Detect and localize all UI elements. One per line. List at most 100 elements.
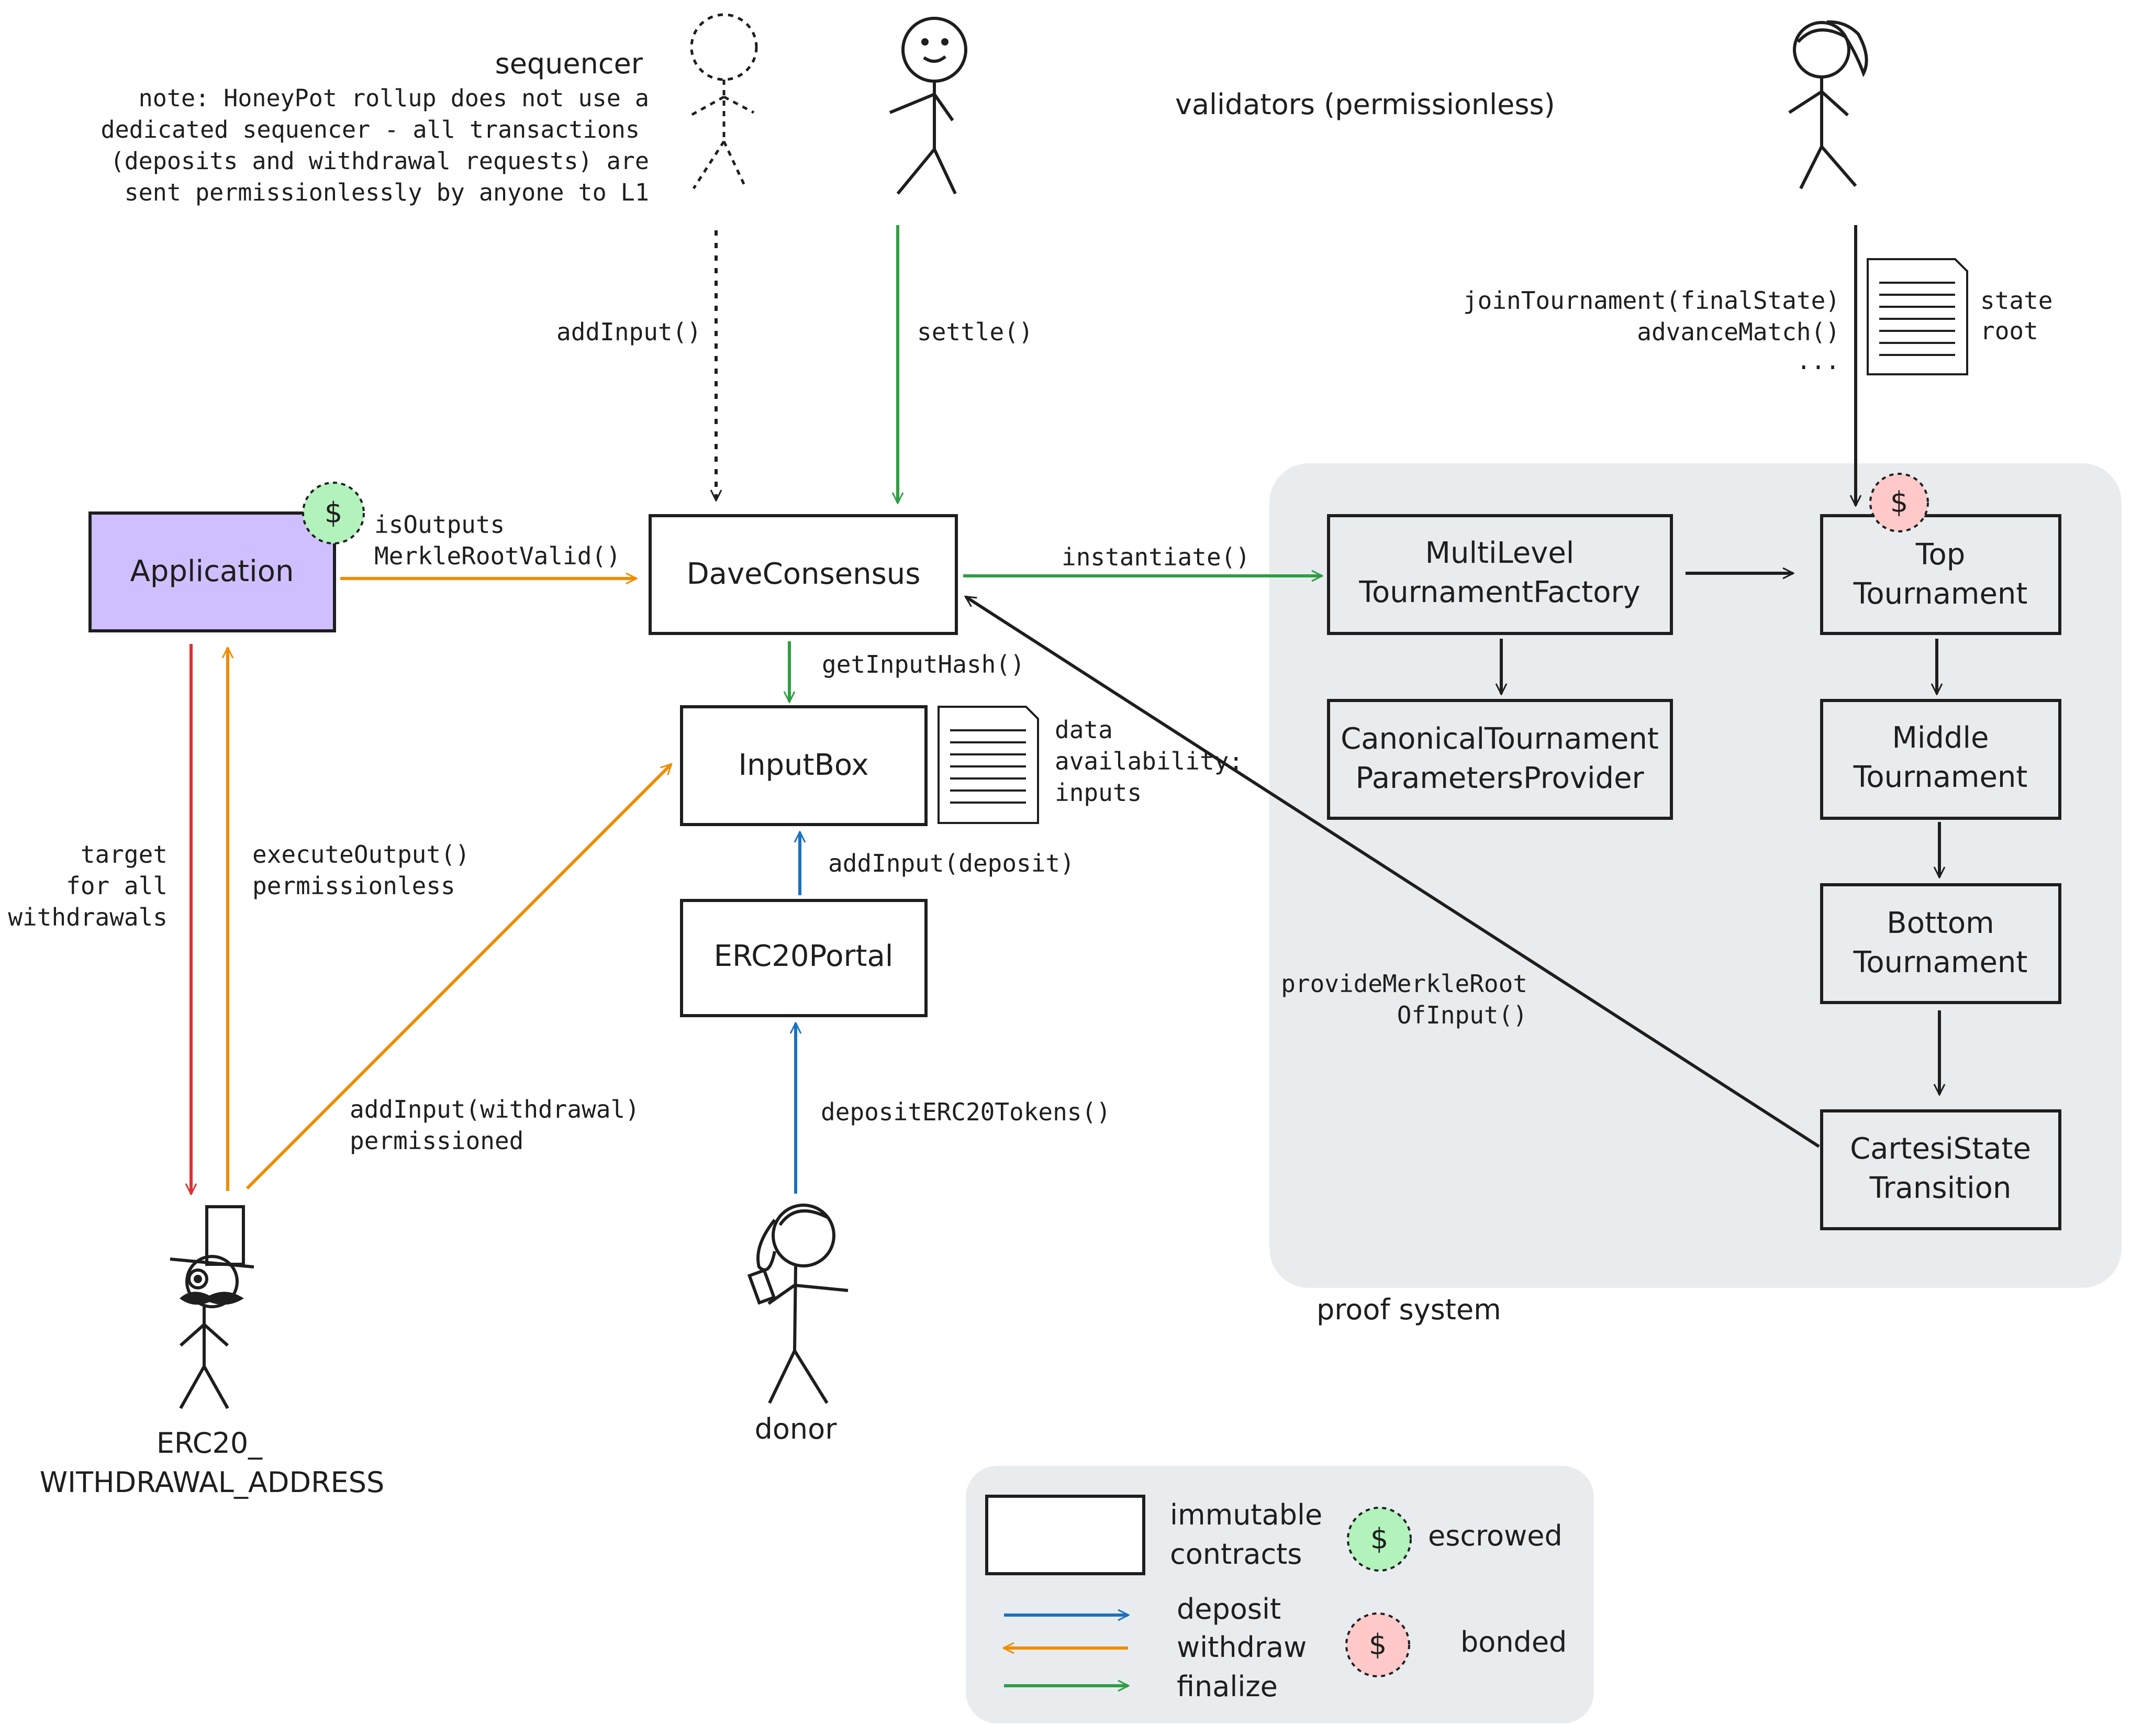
edge-label-execute-output: executeOutput(): [252, 840, 470, 869]
dave-consensus-label: DaveConsensus: [687, 557, 921, 591]
tournament-factory-label: TournamentFactory: [1358, 575, 1640, 609]
tournament-factory-box: [1327, 514, 1673, 635]
validator-1-leg-right: [933, 148, 957, 195]
edge-add-input-withdrawal: [246, 764, 671, 1190]
node-top-tournament[interactable]: Top Tournament: [1820, 514, 2061, 635]
node-application[interactable]: Application: [88, 511, 336, 632]
legend-deposit-label: deposit: [1177, 1593, 1281, 1626]
withdrawal-address-figure: [170, 1205, 254, 1409]
node-tournament-factory[interactable]: MultiLevel TournamentFactory: [1327, 514, 1673, 635]
edge-label-target: target: [81, 840, 168, 869]
proof-system-background: [1269, 463, 2122, 1288]
sequencer-note: note: HoneyPot rollup does not use a ded…: [101, 84, 649, 206]
donor-figure: [747, 1204, 849, 1404]
monocle-pupil: [194, 1275, 202, 1283]
legend-withdraw-label: withdraw: [1177, 1631, 1307, 1664]
withdrawal-figure-leg-right: [203, 1365, 229, 1409]
middle-tournament-box: [1820, 699, 2061, 820]
state-root-label: state: [1980, 286, 2052, 315]
proof-system: proof system: [1269, 463, 2122, 1326]
top-tournament-box: [1820, 514, 2061, 635]
tournament-factory-label: MultiLevel: [1425, 536, 1575, 570]
data-availability-document-page: [938, 706, 1039, 824]
legend-bonded-label: bonded: [1460, 1626, 1567, 1659]
edge-label-add-input-withdrawal: addInput(withdrawal): [350, 1095, 640, 1123]
validator-1-arm-right: [933, 93, 954, 121]
validator-2-arm-right: [1820, 90, 1849, 117]
top-tournament-label: Top: [1915, 538, 1966, 572]
edge-label-deposit-erc20-tokens: depositERC20Tokens(): [821, 1098, 1111, 1126]
node-erc20-portal[interactable]: ERC20Portal: [680, 899, 928, 1017]
bonded-badge-top-tournament: $: [1869, 473, 1929, 532]
data-availability-document-lines: [950, 729, 1026, 804]
validator-2-hair: [1797, 20, 1868, 77]
erc20-portal-box: [680, 899, 928, 1017]
validator-1-leg-left: [896, 148, 936, 195]
withdrawal-figure-arm-left: [180, 1323, 205, 1347]
validator-figure-2: [1788, 20, 1868, 190]
node-middle-tournament[interactable]: Middle Tournament: [1820, 699, 2061, 820]
edge-label-add-input-withdrawal: permissioned: [350, 1127, 523, 1155]
legend-immutable-label: immutable: [1170, 1498, 1322, 1531]
validators-title: validators (permissionless): [1175, 88, 1555, 121]
sequencer-arm-left: [690, 95, 725, 117]
mustache-icon: [179, 1292, 244, 1305]
middle-tournament-label: Tournament: [1853, 760, 2028, 794]
cartesi-state-transition-box: [1820, 1109, 2061, 1230]
donor-phone-icon: [747, 1268, 776, 1305]
sequencer-arm-right: [723, 95, 755, 114]
withdrawal-address-label: WITHDRAWAL_ADDRESS: [40, 1466, 385, 1499]
sequencer-note-line: (deposits and withdrawal requests) are: [110, 147, 649, 175]
state-root-label: root: [1980, 317, 2038, 345]
donor-body: [793, 1265, 797, 1351]
legend: immutable contracts $ escrowed deposit w…: [966, 1466, 1594, 1723]
legend-contract-swatch: [985, 1495, 1145, 1575]
validator-1-eye: [921, 38, 929, 46]
withdrawal-address-label: ERC20_: [157, 1427, 263, 1460]
monocle-icon: [187, 1268, 208, 1289]
dollar-icon: $: [1369, 1628, 1387, 1661]
node-bottom-tournament[interactable]: Bottom Tournament: [1820, 883, 2061, 1004]
erc20-portal-label: ERC20Portal: [714, 939, 894, 973]
data-availability-label: inputs: [1055, 778, 1142, 807]
withdrawal-figure-leg-left: [179, 1365, 206, 1409]
validator-1-smile: [923, 55, 946, 63]
withdrawal-figure-head: [185, 1255, 239, 1308]
validator-1-head: [901, 17, 967, 83]
dollar-icon: $: [1370, 1522, 1388, 1555]
sequencer-title: sequencer: [495, 47, 643, 80]
edge-label-is-outputs: MerkleRootValid(): [374, 542, 621, 570]
edge-label-add-input-deposit: addInput(deposit): [828, 849, 1075, 877]
node-parameters-provider[interactable]: CanonicalTournament ParametersProvider: [1327, 699, 1673, 820]
node-cartesi-state-transition[interactable]: CartesiState Transition: [1820, 1109, 2061, 1230]
donor-leg-left: [768, 1350, 796, 1404]
edge-label-provide-merkle-root: OfInput(): [1397, 1001, 1527, 1029]
node-dave-consensus[interactable]: DaveConsensus: [649, 514, 958, 635]
state-root-document-icon: [1867, 258, 1968, 375]
input-box-label: InputBox: [738, 748, 868, 782]
bottom-tournament-label: Tournament: [1853, 945, 2028, 980]
parameters-provider-label: ParametersProvider: [1355, 761, 1644, 795]
escrowed-badge-application: $: [302, 482, 365, 544]
dave-consensus-box: [649, 514, 958, 635]
edge-provide-merkle-root: [966, 595, 1820, 1148]
node-input-box[interactable]: InputBox: [680, 705, 928, 826]
state-root-document-page: [1867, 258, 1968, 375]
sequencer-head: [690, 13, 758, 81]
input-box-box: [680, 705, 928, 826]
edge-label-is-outputs: isOutputs: [374, 510, 505, 539]
bottom-tournament-label: Bottom: [1887, 906, 1994, 940]
application-label: Application: [130, 554, 294, 588]
middle-tournament-label: Middle: [1892, 721, 1989, 755]
sequencer-note-line: note: HoneyPot rollup does not use a: [139, 84, 649, 112]
data-availability-label: data: [1055, 716, 1113, 744]
legend-immutable-label: contracts: [1170, 1538, 1302, 1571]
donor-arm-left: [767, 1284, 796, 1305]
edge-label-target: for all: [66, 872, 168, 900]
sequencer-leg-right: [722, 140, 747, 190]
donor-head: [772, 1204, 835, 1267]
dollar-icon: $: [1890, 486, 1908, 519]
top-hat-icon: [205, 1205, 245, 1266]
application-box: [88, 511, 336, 632]
sequencer-leg-left: [692, 140, 726, 190]
